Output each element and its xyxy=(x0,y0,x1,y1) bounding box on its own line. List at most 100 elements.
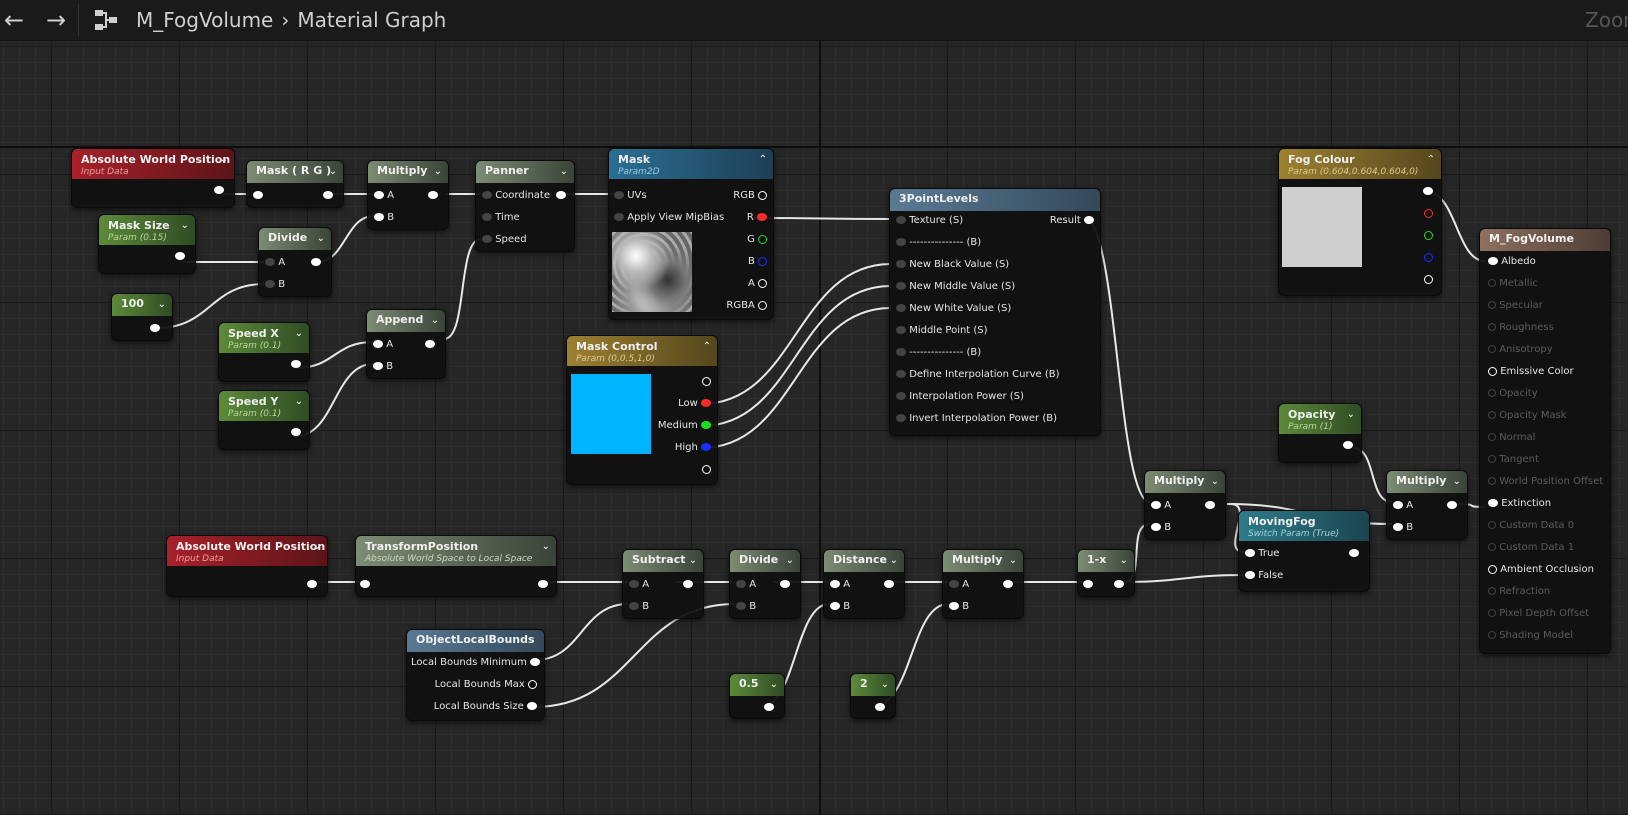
input-pin-opacity-mask[interactable]: Opacity Mask xyxy=(1488,410,1567,422)
chevron-down-icon[interactable]: ⌄ xyxy=(433,166,442,177)
chevron-down-icon[interactable]: ⌄ xyxy=(688,555,697,566)
output-pin[interactable] xyxy=(1114,579,1124,591)
input-pin[interactable] xyxy=(253,190,263,202)
input-pin-custom-data-0[interactable]: Custom Data 0 xyxy=(1488,520,1574,532)
input-pin-b[interactable]: B xyxy=(374,212,394,224)
node-fog-colour[interactable]: Fog Colour Param (0.604,0.604,0.604,0) ⌃ xyxy=(1278,148,1442,296)
input-pin-albedo[interactable]: Albedo xyxy=(1488,256,1536,268)
input-pin-power[interactable]: Interpolation Power (S) xyxy=(896,391,1024,403)
output-pin-r[interactable]: R xyxy=(719,212,767,224)
node-speed-y[interactable]: Speed Y Param (0.1) ⌄ xyxy=(218,390,310,450)
output-pin-g[interactable] xyxy=(1399,230,1433,242)
node-opacity[interactable]: Opacity Param (1) ⌄ xyxy=(1278,403,1362,463)
output-pin[interactable] xyxy=(175,251,185,263)
node-mask-texture[interactable]: Mask Param2D ⌃ UVs Apply View MipBias RG… xyxy=(608,148,774,320)
input-pin-true[interactable]: True xyxy=(1245,548,1279,560)
output-pin-max[interactable]: Local Bounds Max xyxy=(411,679,537,691)
output-pin-r[interactable] xyxy=(1399,208,1433,220)
output-pin-medium[interactable]: Medium xyxy=(655,420,711,432)
chevron-down-icon[interactable]: ⌄ xyxy=(1452,476,1461,487)
node-subtract[interactable]: Subtract ⌄ A B xyxy=(622,549,704,619)
input-pin-specular[interactable]: Specular xyxy=(1488,300,1543,312)
input-pin-ao[interactable]: Ambient Occlusion xyxy=(1488,564,1594,576)
input-pin-separator-2[interactable]: --------------- (B) xyxy=(896,347,981,359)
input-pin-b[interactable]: B xyxy=(1393,522,1413,534)
input-pin-b[interactable]: B xyxy=(830,601,850,613)
output-pin-size[interactable]: Local Bounds Size xyxy=(411,701,537,713)
output-pin[interactable] xyxy=(311,257,321,269)
arrow-left-icon[interactable]: ← xyxy=(3,6,25,34)
chevron-down-icon[interactable]: ⌄ xyxy=(889,555,898,566)
output-pin[interactable] xyxy=(1003,579,1013,591)
input-pin-b[interactable]: B xyxy=(949,601,969,613)
output-pin-a[interactable]: A xyxy=(719,278,767,290)
chevron-down-icon[interactable]: ⌄ xyxy=(559,166,568,177)
chevron-down-icon[interactable]: ⌄ xyxy=(312,541,321,552)
output-pin[interactable] xyxy=(291,427,301,439)
input-pin-opacity[interactable]: Opacity xyxy=(1488,388,1538,400)
input-pin-white[interactable]: New White Value (S) xyxy=(896,303,1011,315)
output-pin-g[interactable]: G xyxy=(719,234,767,246)
node-mask-size[interactable]: Mask Size Param (0.15) ⌄ xyxy=(98,214,196,274)
chevron-down-icon[interactable]: ⌄ xyxy=(219,154,228,165)
input-pin-extinction[interactable]: Extinction xyxy=(1488,498,1551,510)
node-multiply[interactable]: Multiply ⌄ A B xyxy=(1144,470,1226,540)
output-pin[interactable] xyxy=(214,185,224,197)
chevron-down-icon[interactable]: ⌄ xyxy=(294,396,303,407)
chevron-up-icon[interactable]: ⌃ xyxy=(758,154,767,165)
output-pin-rgb[interactable] xyxy=(655,376,711,388)
output-pin[interactable] xyxy=(780,579,790,591)
node-mask-rg[interactable]: Mask ( R G ) ⌄ xyxy=(246,160,344,208)
input-pin-anisotropy[interactable]: Anisotropy xyxy=(1488,344,1553,356)
input-pin-coordinate[interactable]: Coordinate xyxy=(482,190,550,202)
node-material-output[interactable]: M_FogVolume Albedo Metallic Specular Rou… xyxy=(1479,228,1611,654)
output-pin-rgb[interactable]: RGB xyxy=(719,190,767,202)
chevron-down-icon[interactable]: ⌄ xyxy=(1119,555,1128,566)
input-pin-b[interactable]: B xyxy=(265,279,285,291)
chevron-up-icon[interactable]: ⌃ xyxy=(1426,154,1435,165)
input-pin-b[interactable]: B xyxy=(373,361,393,373)
node-one-minus[interactable]: 1-x ⌄ xyxy=(1077,549,1135,597)
chevron-down-icon[interactable]: ⌄ xyxy=(785,555,794,566)
input-pin-b[interactable]: B xyxy=(1151,522,1171,534)
output-pin[interactable] xyxy=(884,579,894,591)
output-pin-b[interactable] xyxy=(1399,252,1433,264)
input-pin-a[interactable]: A xyxy=(265,257,285,269)
input-pin-invert-power[interactable]: Invert Interpolation Power (B) xyxy=(896,413,1057,425)
input-pin-texture[interactable]: Texture (S) xyxy=(896,215,963,227)
input-pin-a[interactable]: A xyxy=(1151,500,1171,512)
input-pin-curve[interactable]: Define Interpolation Curve (B) xyxy=(896,369,1060,381)
node-constant-0-5[interactable]: 0.5 ⌄ xyxy=(729,673,785,719)
chevron-down-icon[interactable]: ⌄ xyxy=(328,166,337,177)
input-pin-refraction[interactable]: Refraction xyxy=(1488,586,1550,598)
input-pin-a[interactable]: A xyxy=(629,579,649,591)
input-pin-roughness[interactable]: Roughness xyxy=(1488,322,1554,334)
output-pin-rgb[interactable] xyxy=(1399,186,1433,198)
node-multiply[interactable]: Multiply ⌄ A B xyxy=(1386,470,1468,540)
node-absolute-world-position[interactable]: Absolute World Position Input Data ⌄ xyxy=(166,535,328,597)
chevron-down-icon[interactable]: ⌄ xyxy=(180,220,189,231)
node-mask-control[interactable]: Mask Control Param (0,0.5,1,0) ⌃ Low Med… xyxy=(566,335,718,485)
input-pin-normal[interactable]: Normal xyxy=(1488,432,1535,444)
arrow-right-icon[interactable]: → xyxy=(45,6,67,34)
input-pin-pdo[interactable]: Pixel Depth Offset xyxy=(1488,608,1589,620)
chevron-up-icon[interactable]: ⌃ xyxy=(702,341,711,352)
node-append[interactable]: Append ⌄ A B xyxy=(366,309,446,379)
chevron-down-icon[interactable]: ⌄ xyxy=(1008,555,1017,566)
output-pin[interactable] xyxy=(875,702,885,714)
node-speed-x[interactable]: Speed X Param (0.1) ⌄ xyxy=(218,322,310,382)
output-pin-alpha[interactable] xyxy=(655,464,711,476)
output-pin[interactable] xyxy=(150,323,160,335)
breadcrumb-material[interactable]: M_FogVolume xyxy=(136,8,274,32)
node-multiply[interactable]: Multiply ⌄ A B xyxy=(367,160,449,230)
output-pin[interactable] xyxy=(1343,440,1353,452)
input-pin-middle-point[interactable]: Middle Point (S) xyxy=(896,325,988,337)
node-absolute-world-position[interactable]: Absolute World Position Input Data ⌄ xyxy=(71,148,235,208)
input-pin-separator[interactable]: --------------- (B) xyxy=(896,237,981,249)
node-moving-fog[interactable]: MovingFog Switch Param (True) True False xyxy=(1238,510,1370,592)
node-divide[interactable]: Divide ⌄ A B xyxy=(258,227,332,297)
node-divide[interactable]: Divide ⌄ A B xyxy=(729,549,801,619)
input-pin-false[interactable]: False xyxy=(1245,570,1283,582)
output-pin[interactable] xyxy=(538,579,548,591)
node-constant-100[interactable]: 100 ⌄ xyxy=(111,293,173,341)
